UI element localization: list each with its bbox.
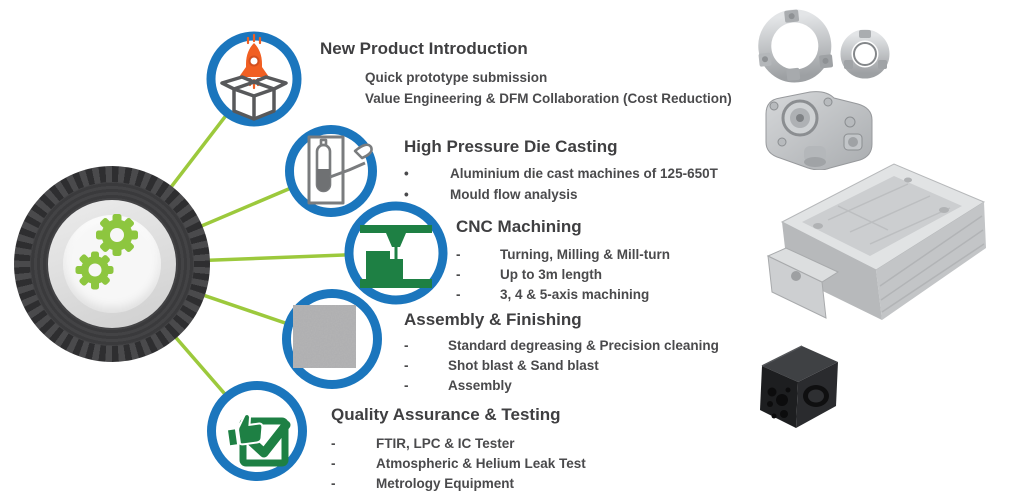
gear-small [75,251,114,290]
step-cnc-machining: CNC Machining - Turning, Milling & Mill-… [456,216,670,305]
list-item: - Atmospheric & Helium Leak Test [331,454,586,474]
photo-large-machined-housing [766,163,986,320]
photo-aluminium-die-cast-rings [758,9,890,83]
photo-die-cast-housing [765,91,873,170]
blasted-surface [293,305,356,368]
bullet: - [331,456,336,471]
step-quality-assurance-testing: Quality Assurance & Testing - FTIR, LPC … [331,404,586,494]
bullet: - [456,287,461,302]
list-item: - Shot blast & Sand blast [404,356,719,376]
cnc-machine-icon [344,201,448,310]
step-title: CNC Machining [456,217,582,236]
bullet: - [404,358,409,373]
thumbs-up-checkbox-icon [207,381,307,486]
step-assembly-finishing: Assembly & Finishing - Standard degreasi… [404,309,719,396]
list-item: - 3, 4 & 5-axis machining [456,285,670,305]
bullet: - [404,338,409,353]
shot-blast-texture-icon [282,289,382,394]
bullet: - [331,476,336,491]
die-cast-sketch [307,135,373,205]
step-high-pressure-die-casting: High Pressure Die Casting • Aluminium di… [404,136,718,205]
list-item: - Standard degreasing & Precision cleani… [404,336,719,356]
step-title: Quality Assurance & Testing [331,405,561,424]
cnc-silhouette [360,225,432,288]
bullet: - [456,267,461,282]
step-title: High Pressure Die Casting [404,137,618,156]
list-item: - Metrology Equipment [331,474,586,494]
bullet: - [331,436,336,451]
thumbs-up-icon [225,413,264,448]
list-item: Quick prototype submission [365,70,548,85]
list-item: • Mould flow analysis [404,184,718,205]
list-item: Value Engineering & DFM Collaboration (C… [365,91,732,106]
tyre-with-gears-hub [14,166,210,362]
bullet: • [404,187,409,202]
ring-casting-small [840,29,890,79]
list-item: - FTIR, LPC & IC Tester [331,434,586,454]
rocket-launch-box-icon [206,31,302,132]
list-item: - Assembly [404,376,719,396]
die-casting-machine-icon [285,125,377,222]
list-item: - Turning, Milling & Mill-turn [456,245,670,265]
open-box-icon [220,75,288,121]
step-new-product-introduction: New Product Introduction Quick prototype… [320,38,732,109]
bullet: - [404,378,409,393]
step-title: New Product Introduction [320,39,528,58]
step-title: Assembly & Finishing [404,310,582,329]
photo-black-anodised-block [760,345,838,428]
gears-icon [75,214,138,290]
bullet: • [404,166,409,181]
bullet: - [456,247,461,262]
ring-casting-large [758,9,834,83]
list-item: - Up to 3m length [456,265,670,285]
list-item: • Aluminium die cast machines of 125-650… [404,163,718,184]
gear-large [96,214,138,256]
